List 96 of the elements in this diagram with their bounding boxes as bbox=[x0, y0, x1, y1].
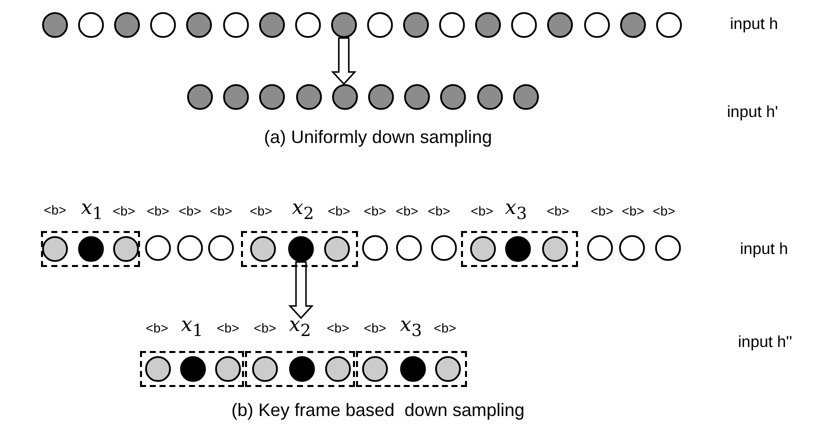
token-label: <b> bbox=[210, 204, 232, 218]
row-label: input h bbox=[730, 17, 778, 33]
frame-circle bbox=[215, 356, 241, 382]
frame-circle bbox=[294, 12, 321, 38]
frame-circle bbox=[330, 12, 357, 38]
frame-circle bbox=[78, 12, 104, 38]
row-label: input h' bbox=[727, 105, 778, 121]
frame-circle bbox=[505, 236, 531, 262]
frame-circle bbox=[325, 356, 351, 382]
frame-circle bbox=[620, 12, 646, 38]
token-label: <b> bbox=[546, 204, 570, 218]
frame-circle bbox=[145, 356, 171, 382]
row-label: input h'' bbox=[738, 335, 792, 351]
frame-circle bbox=[470, 236, 496, 262]
frame-circle bbox=[250, 236, 276, 262]
token-label: <b> bbox=[178, 204, 202, 218]
variable-label: x$_{2}$ bbox=[292, 197, 314, 223]
token-label: <b> bbox=[428, 204, 450, 218]
token-label: <b> bbox=[326, 322, 350, 334]
frame-circle bbox=[208, 235, 234, 261]
frame-circle bbox=[296, 84, 322, 110]
frame-circle bbox=[289, 356, 315, 382]
frame-circle bbox=[223, 84, 250, 110]
variable-label: x$_{1}$ bbox=[181, 314, 203, 340]
frame-circle bbox=[42, 12, 68, 38]
frame-circle bbox=[542, 236, 568, 262]
frame-circle bbox=[113, 236, 139, 262]
variable-label: x$_{3}$ bbox=[505, 197, 527, 223]
frame-circle bbox=[114, 12, 140, 38]
frame-circle bbox=[655, 235, 681, 261]
frame-circle bbox=[368, 84, 394, 110]
frame-circle bbox=[259, 84, 286, 110]
frame-circle bbox=[366, 12, 393, 38]
frame-circle bbox=[403, 12, 429, 38]
token-label: <b> bbox=[622, 204, 644, 218]
frame-circle bbox=[288, 236, 314, 262]
arrow bbox=[331, 37, 356, 86]
token-label: <b> bbox=[254, 322, 276, 334]
token-label: <b> bbox=[328, 204, 350, 218]
dashed-group-box bbox=[461, 231, 578, 267]
token-label: <b> bbox=[652, 204, 676, 218]
variable-label: x$_{3}$ bbox=[400, 314, 422, 340]
frame-circle bbox=[180, 356, 206, 382]
frame-circle bbox=[252, 356, 278, 382]
dashed-group-box bbox=[140, 351, 244, 387]
frame-circle bbox=[258, 12, 285, 38]
frame-circle bbox=[440, 84, 466, 110]
caption: (b) Key frame based down sampling bbox=[231, 401, 525, 419]
frame-circle bbox=[475, 12, 502, 38]
token-label: <b> bbox=[434, 322, 456, 334]
frame-circle bbox=[511, 12, 538, 38]
row-label: input h bbox=[740, 242, 788, 258]
token-label: <b> bbox=[250, 204, 272, 218]
token-label: <b> bbox=[146, 204, 170, 218]
token-label: <b> bbox=[364, 322, 386, 334]
frame-circle bbox=[177, 235, 203, 261]
frame-circle bbox=[512, 84, 539, 110]
token-label: <b> bbox=[470, 204, 494, 218]
frame-circle bbox=[396, 235, 422, 261]
dashed-group-box bbox=[245, 351, 355, 387]
token-label: <b> bbox=[590, 204, 614, 218]
frame-circle bbox=[150, 12, 176, 38]
frame-circle bbox=[324, 236, 350, 262]
frame-circle bbox=[435, 356, 461, 382]
token-label: <b> bbox=[364, 204, 386, 218]
frame-circle bbox=[587, 235, 613, 261]
token-label: <b> bbox=[44, 204, 66, 216]
token-label: <b> bbox=[112, 204, 136, 218]
frame-circle bbox=[186, 12, 212, 38]
frame-circle bbox=[42, 236, 68, 262]
frame-circle bbox=[404, 84, 430, 110]
frame-circle bbox=[547, 12, 574, 38]
caption: (a) Uniformly down sampling bbox=[264, 128, 492, 146]
frame-circle bbox=[400, 356, 426, 382]
dashed-group-box bbox=[241, 231, 358, 267]
frame-circle bbox=[476, 84, 503, 110]
token-label: <b> bbox=[396, 204, 418, 218]
frame-circle bbox=[431, 235, 457, 261]
frame-circle bbox=[332, 84, 358, 110]
frame-circle bbox=[362, 235, 388, 261]
token-label: <b> bbox=[146, 322, 168, 334]
frame-circle bbox=[222, 12, 248, 38]
frame-circle bbox=[145, 235, 171, 261]
arrow bbox=[288, 261, 314, 320]
frame-circle bbox=[584, 12, 610, 38]
dashed-group-box bbox=[41, 231, 140, 267]
frame-circle bbox=[656, 12, 682, 38]
variable-label: x$_{2}$ bbox=[289, 314, 311, 340]
frame-circle bbox=[439, 12, 466, 38]
token-label: <b> bbox=[216, 322, 240, 334]
frame-circle bbox=[362, 356, 388, 382]
variable-label: x$_{1}$ bbox=[81, 197, 103, 223]
frame-circle bbox=[619, 235, 645, 261]
frame-circle bbox=[187, 84, 213, 110]
dashed-group-box bbox=[356, 351, 467, 387]
frame-circle bbox=[78, 236, 104, 262]
